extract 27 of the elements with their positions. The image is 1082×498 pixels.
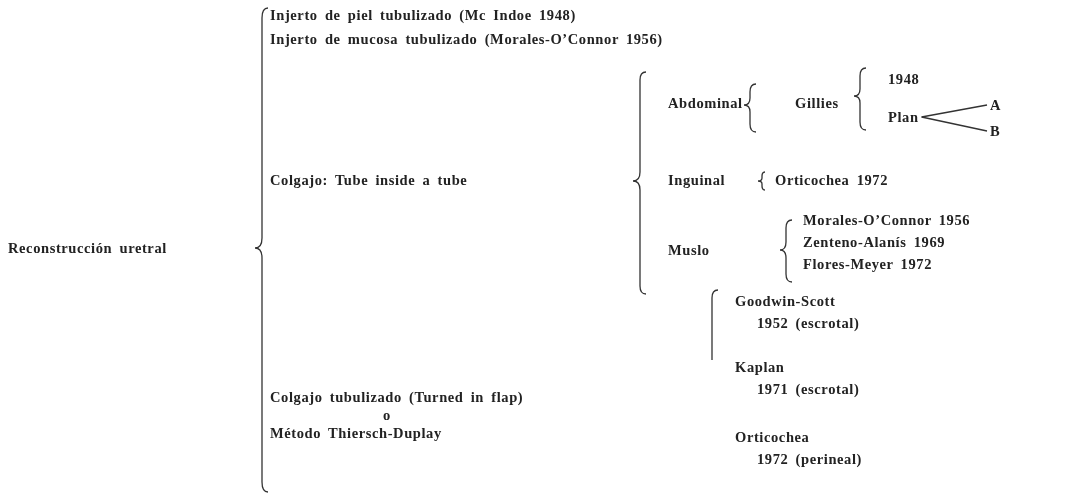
label-text: Método Thiersch-Duplay xyxy=(270,424,442,442)
label-text: Orticochea 1972 xyxy=(775,171,889,189)
node-text: Plan xyxy=(888,108,919,126)
label-text: Colgajo: Tube inside a tube xyxy=(270,171,468,189)
label-text: 1948 xyxy=(888,70,920,88)
label-text: Kaplan xyxy=(735,358,785,376)
label-text: o xyxy=(383,406,391,424)
label-text: Goodwin-Scott xyxy=(735,292,836,310)
node-text: A xyxy=(990,96,1002,114)
label-text: Injerto de piel tubulizado (Mc Indoe 1948) xyxy=(270,6,576,24)
label-text: Inguinal xyxy=(668,171,726,189)
connector-line xyxy=(920,116,988,132)
label-text: 1971 (escrotal) xyxy=(757,380,860,398)
label-text: Colgajo tubulizado (Turned in flap) xyxy=(270,388,524,406)
label-text: Injerto de mucosa tubulizado (Morales-O’Connor 1956) xyxy=(270,30,663,48)
label-text: Morales-O’Connor 1956 xyxy=(803,211,971,229)
connector-line xyxy=(920,104,988,118)
label-text: Orticochea xyxy=(735,428,810,446)
label-text: Gillies xyxy=(795,94,839,112)
label-text: 1952 (escrotal) xyxy=(757,314,860,332)
label-text: Zenteno-Alanís 1969 xyxy=(803,233,946,251)
label-text: 1972 (perineal) xyxy=(757,450,863,468)
label-text: Abdominal xyxy=(668,94,743,112)
label-text: Muslo xyxy=(668,241,710,259)
label-text: Flores-Meyer 1972 xyxy=(803,255,933,273)
label-text: Reconstrucción uretral xyxy=(8,239,167,257)
node-text: B xyxy=(990,122,1001,140)
